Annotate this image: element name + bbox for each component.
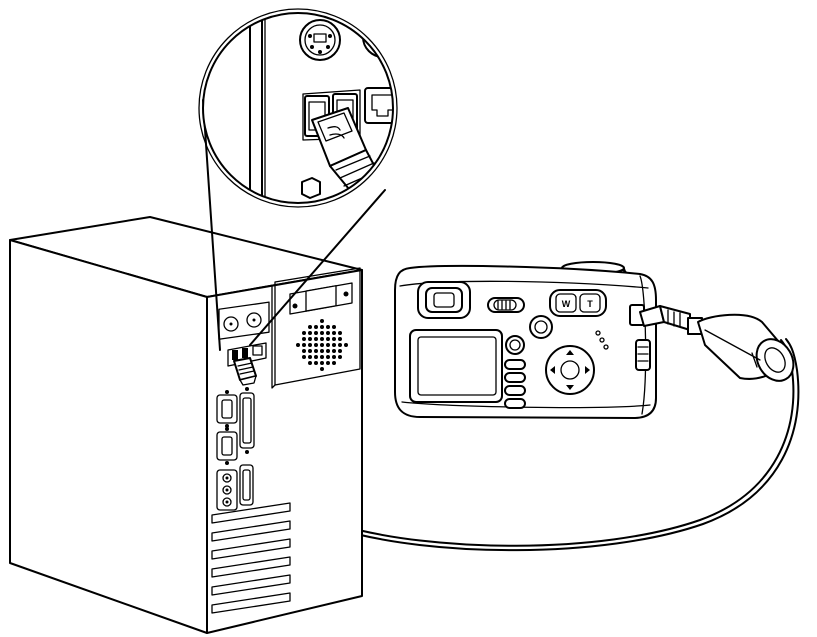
zoom-tele-button[interactable] [579, 293, 601, 313]
game-port [239, 464, 254, 506]
magnified-lan-port [364, 87, 393, 124]
zoom-buttons: W T [549, 289, 607, 317]
power-supply [271, 267, 361, 389]
audio-jacks [216, 469, 238, 511]
parallel-port [239, 387, 255, 454]
viewfinder [417, 281, 471, 319]
menu-button[interactable] [529, 315, 553, 339]
ps2-ports [218, 301, 270, 340]
fan-grille [296, 319, 348, 371]
expansion-slots [211, 502, 291, 614]
status-led-dots [595, 330, 609, 350]
serial-port-1 [216, 390, 238, 428]
pc-tower [9, 216, 363, 634]
directional-pad[interactable] [545, 345, 595, 395]
zoom-wide-button[interactable] [555, 293, 577, 313]
magnifier-ring [202, 12, 394, 204]
mode-switch[interactable] [487, 297, 525, 313]
zoom-wide-label: W [562, 299, 571, 309]
ferrite-core [697, 313, 795, 382]
zoom-tele-label: T [587, 299, 593, 309]
serial-port-2 [216, 427, 238, 465]
strap-lug [635, 339, 651, 371]
digital-camera: W T [394, 261, 795, 419]
lcd-screen [409, 329, 503, 403]
side-buttons[interactable] [504, 335, 526, 409]
pc-side-face [9, 239, 208, 634]
usb-plug-pc [233, 357, 257, 386]
